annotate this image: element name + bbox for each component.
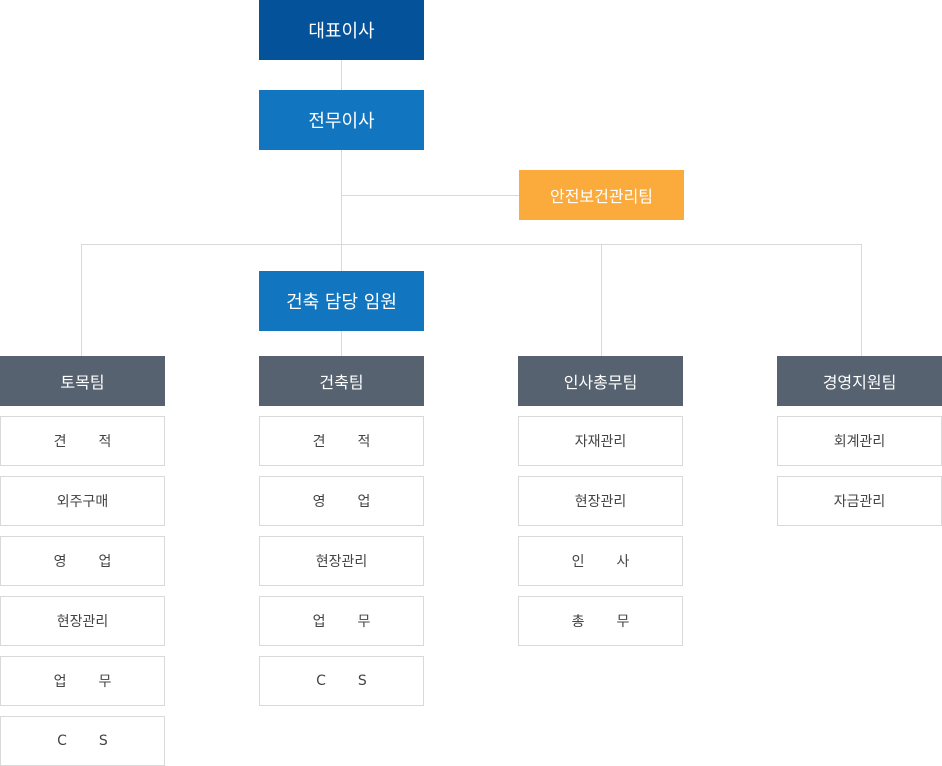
duty-label: 업무 [312, 614, 403, 630]
duty-item: 견적 [259, 416, 424, 466]
duty-label: CS [316, 673, 399, 689]
connector-executive-to-architecture [341, 331, 342, 356]
duty-item: 자금관리 [777, 476, 942, 526]
duty-label: 외주구매 [56, 494, 109, 510]
team-header-hr-general-affairs: 인사총무팀 [518, 356, 683, 406]
team-header-civil: 토목팀 [0, 356, 165, 406]
duty-item: 현장관리 [518, 476, 683, 526]
duty-item: CS [259, 656, 424, 706]
connector-team-bus [81, 244, 862, 245]
construction-executive-label: 건축 담당 임원 [286, 292, 397, 313]
duty-label: 업무 [53, 674, 144, 690]
duty-label: 영업 [312, 494, 403, 510]
duty-label: 견적 [53, 434, 144, 450]
duty-item: CS [0, 716, 165, 766]
duty-item: 업무 [259, 596, 424, 646]
connector-ceo-to-director [341, 60, 342, 90]
duty-label: CS [57, 733, 140, 749]
connector-drop-hr [601, 244, 602, 356]
team-label: 건축팀 [319, 373, 364, 392]
duty-item: 회계관리 [777, 416, 942, 466]
duty-item: 총무 [518, 596, 683, 646]
connector-to-safety-team [341, 195, 519, 196]
team-header-management-support: 경영지원팀 [777, 356, 942, 406]
team-label: 인사총무팀 [563, 373, 638, 392]
ceo-label: 대표이사 [308, 21, 375, 42]
duty-label: 총무 [571, 614, 662, 630]
duty-label: 견적 [312, 434, 403, 450]
duty-label: 인사 [571, 554, 662, 570]
team-header-architecture: 건축팀 [259, 356, 424, 406]
connector-director-trunk [341, 150, 342, 271]
connector-drop-civil [81, 244, 82, 356]
managing-director-label: 전무이사 [308, 111, 375, 132]
construction-executive-box: 건축 담당 임원 [259, 271, 424, 331]
safety-team-label: 안전보건관리팀 [549, 187, 654, 206]
managing-director-box: 전무이사 [259, 90, 424, 150]
duty-label: 영업 [53, 554, 144, 570]
duty-label: 회계관리 [833, 434, 886, 450]
duty-item: 업무 [0, 656, 165, 706]
duty-item: 외주구매 [0, 476, 165, 526]
duty-label: 현장관리 [56, 614, 109, 630]
safety-team-box: 안전보건관리팀 [519, 170, 684, 220]
duty-item: 견적 [0, 416, 165, 466]
duty-item: 현장관리 [259, 536, 424, 586]
duty-item: 현장관리 [0, 596, 165, 646]
duty-item: 인사 [518, 536, 683, 586]
duty-item: 영업 [0, 536, 165, 586]
team-label: 경영지원팀 [822, 373, 897, 392]
ceo-box: 대표이사 [259, 0, 424, 60]
duty-label: 현장관리 [315, 554, 368, 570]
duty-item: 영업 [259, 476, 424, 526]
duty-label: 자금관리 [833, 494, 886, 510]
duty-item: 자재관리 [518, 416, 683, 466]
connector-drop-management [861, 244, 862, 356]
team-label: 토목팀 [60, 373, 105, 392]
duty-label: 현장관리 [574, 494, 627, 510]
duty-label: 자재관리 [574, 434, 627, 450]
